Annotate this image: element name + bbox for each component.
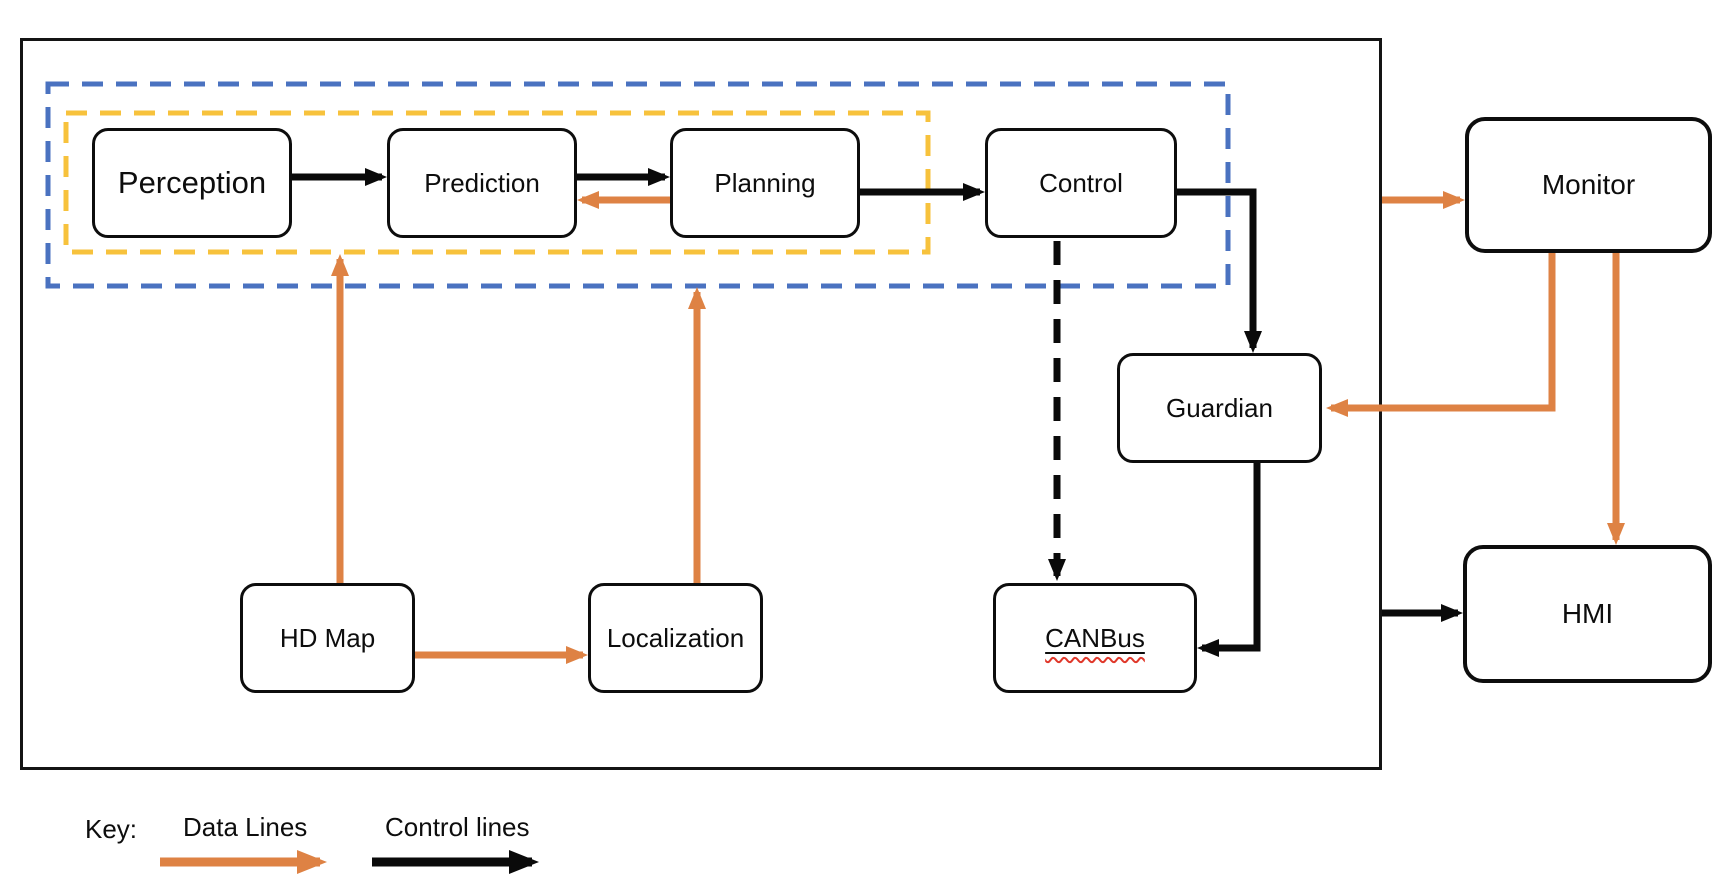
node-monitor-label: Monitor <box>1541 169 1636 200</box>
node-hmi: HMI <box>1463 545 1712 683</box>
node-control: Control <box>985 128 1177 238</box>
node-monitor: Monitor <box>1465 117 1712 253</box>
node-perception: Perception <box>92 128 292 238</box>
key-title: Key: <box>85 814 138 844</box>
node-control-label: Control <box>1039 167 1123 198</box>
node-localization-label: Localization <box>606 622 745 653</box>
node-prediction: Prediction <box>387 128 577 238</box>
key-data-lines-label: Data Lines <box>183 812 308 842</box>
node-perception-label: Perception <box>117 165 267 200</box>
node-planning: Planning <box>670 128 860 238</box>
node-planning-label: Planning <box>714 167 816 198</box>
key-control-lines-label: Control lines <box>385 812 530 842</box>
node-hd-map-label: HD Map <box>279 622 376 653</box>
node-guardian: Guardian <box>1117 353 1322 463</box>
node-hd-map: HD Map <box>240 583 415 693</box>
node-canbus-label-decorated: CANBus <box>1045 623 1145 654</box>
node-prediction-label: Prediction <box>424 167 540 198</box>
node-localization: Localization <box>588 583 763 693</box>
node-hmi-label: HMI <box>1561 598 1614 629</box>
node-canbus: CANBus <box>993 583 1197 693</box>
node-guardian-label: Guardian <box>1166 392 1273 423</box>
node-canbus-label: CANBus <box>1045 622 1145 653</box>
